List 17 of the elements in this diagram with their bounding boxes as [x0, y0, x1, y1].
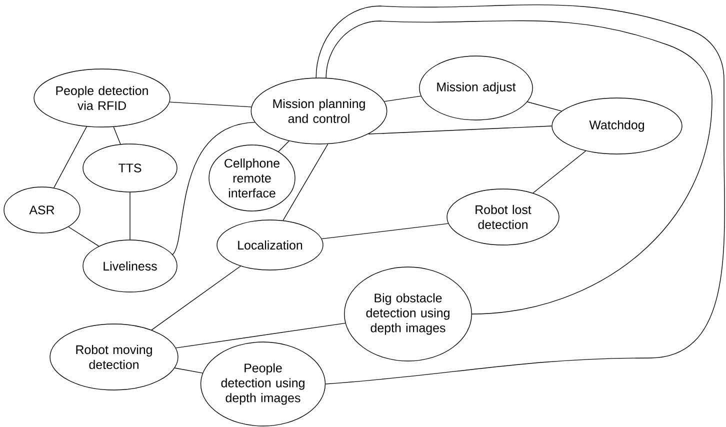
connector-line — [316, 4, 725, 384]
connector-line — [174, 368, 203, 374]
connector-line — [68, 226, 100, 247]
connector-line — [176, 322, 346, 348]
connector-line — [151, 266, 241, 330]
connector-line — [113, 126, 121, 144]
connector-line — [172, 122, 256, 255]
connector-line — [532, 150, 586, 194]
connector-line — [169, 102, 252, 108]
connector-line — [278, 140, 290, 152]
connector-line — [527, 102, 562, 112]
connector-line — [54, 126, 88, 188]
connector-line — [282, 144, 328, 221]
connector-line — [368, 126, 552, 134]
connector-line — [321, 223, 449, 240]
connector-line — [326, 20, 712, 314]
connector-line — [384, 96, 422, 102]
